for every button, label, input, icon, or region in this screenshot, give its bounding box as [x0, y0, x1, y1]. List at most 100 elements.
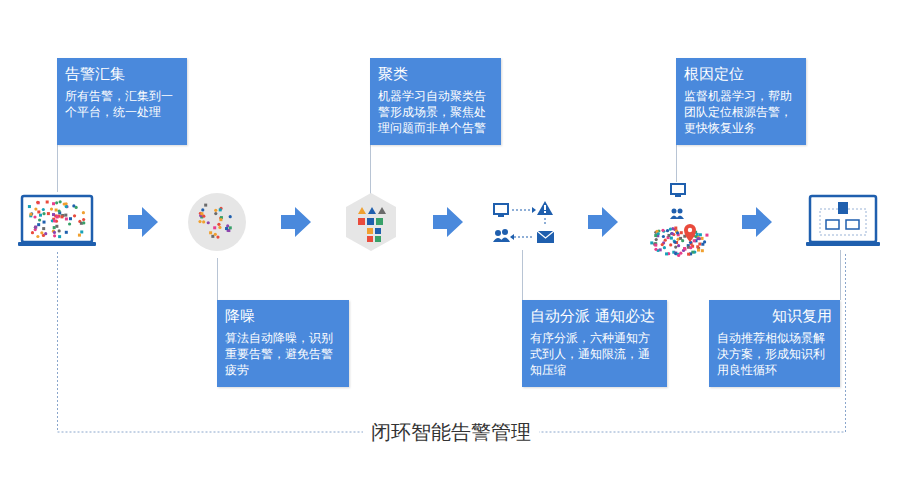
alert-dot: [211, 235, 214, 238]
alert-dot: [46, 200, 49, 203]
alert-dot: [654, 244, 657, 247]
alert-dot: [43, 221, 46, 224]
alert-dot: [669, 228, 672, 231]
alert-dot: [661, 229, 664, 232]
box-body: 有序分派，六种通知方式到人，通知限流，通知压缩: [530, 330, 659, 378]
alert-dot: [687, 253, 690, 256]
alert-dot: [59, 200, 62, 203]
alert-dot: [75, 206, 78, 209]
alert-dot: [681, 239, 684, 242]
alert-dot: [698, 243, 701, 246]
alert-dot: [225, 227, 228, 230]
alert-dot: [53, 219, 56, 222]
alert-dot: [53, 231, 56, 234]
alert-dot: [73, 214, 76, 217]
alert-dot: [34, 207, 37, 210]
alert-dot: [65, 217, 68, 220]
alert-dot: [65, 231, 68, 234]
alert-dot: [30, 213, 33, 216]
collect-box: 告警汇集所有告警，汇集到一个平台，统一处理: [57, 58, 187, 145]
alert-dot: [33, 215, 36, 218]
alert-dot: [42, 212, 45, 215]
alert-dot: [78, 234, 81, 237]
alert-dot: [229, 215, 232, 218]
box-heading: 知识复用: [717, 306, 832, 326]
alert-dot: [219, 218, 222, 221]
box-heading: 聚类: [378, 64, 493, 84]
alert-dot: [200, 212, 203, 215]
alert-dot: [683, 247, 686, 250]
diagram-caption: 闭环智能告警管理: [363, 419, 539, 445]
alert-dot: [214, 209, 217, 212]
alert-dot: [669, 243, 672, 246]
alert-dot: [34, 226, 37, 229]
alert-dot: [676, 231, 679, 234]
alert-dot: [671, 232, 674, 235]
alert-dot: [64, 214, 67, 217]
alert-dot: [696, 245, 699, 248]
dispatch-box: 自动分派 通知必达有序分派，六种通知方式到人，通知限流，通知压缩: [522, 300, 667, 387]
alert-dot: [55, 225, 58, 228]
alert-dot: [56, 215, 59, 218]
alert-dot: [218, 226, 221, 229]
alert-dot: [674, 245, 677, 248]
alert-dot: [201, 208, 204, 211]
alert-dot: [58, 209, 61, 212]
alert-dot: [82, 218, 85, 221]
alert-dot: [37, 201, 40, 204]
alert-dot: [697, 249, 700, 252]
alert-dot: [209, 231, 212, 234]
alert-dot: [39, 214, 42, 217]
alert-dot: [80, 230, 83, 233]
alert-dot: [52, 202, 55, 205]
alert-dot: [654, 234, 657, 237]
alert-dot: [53, 226, 56, 229]
box-body: 所有告警，汇集到一个平台，统一处理: [65, 88, 179, 120]
alert-dot: [42, 227, 45, 230]
alert-dot: [680, 231, 683, 234]
alert-dot: [670, 237, 673, 240]
alert-dot: [31, 231, 34, 234]
box-body: 监督机器学习，帮助团队定位根源告警，更快恢复业务: [684, 88, 798, 136]
alert-dot: [52, 213, 55, 216]
knowledge-box: 知识复用自动推荐相似场景解决方案，形成知识利用良性循环: [709, 300, 840, 387]
alert-dot: [37, 210, 40, 213]
alert-dot: [34, 226, 37, 229]
alert-dot: [82, 211, 85, 214]
alert-dot: [202, 215, 205, 218]
box-body: 机器学习自动聚类告警形成场景，聚焦处理问题而非单个告警: [378, 88, 493, 136]
alert-dot: [36, 201, 39, 204]
alert-dot: [689, 246, 692, 249]
alert-dot: [664, 239, 667, 242]
alert-dot: [217, 223, 220, 226]
alert-dot: [705, 234, 708, 237]
alert-dot: [229, 226, 232, 229]
alert-dot: [204, 204, 207, 207]
box-heading: 自动分派 通知必达: [530, 306, 659, 326]
box-heading: 降噪: [225, 306, 341, 326]
alert-dot: [650, 241, 653, 244]
alert-dot: [661, 243, 664, 246]
alert-dot: [679, 252, 682, 255]
alert-dot: [50, 207, 53, 210]
alert-dot: [701, 237, 704, 240]
alert-dot: [216, 235, 219, 238]
alert-dot: [44, 232, 47, 235]
alert-dot: [699, 233, 702, 236]
alert-dot: [37, 223, 40, 226]
alert-dot: [58, 229, 61, 232]
box-body: 算法自动降噪，识别重要告警，避免告警疲劳: [225, 330, 341, 378]
alert-dot: [202, 220, 205, 223]
alert-dot: [654, 248, 657, 251]
alert-dot: [665, 252, 668, 255]
alert-dot: [28, 205, 31, 208]
alert-dot: [701, 249, 704, 252]
box-heading: 根因定位: [684, 64, 798, 84]
alert-dot: [42, 208, 45, 211]
alert-dot: [693, 239, 696, 242]
box-heading: 告警汇集: [65, 64, 179, 84]
alert-dot: [666, 229, 669, 232]
alert-dot: [214, 212, 217, 215]
alert-dot: [53, 234, 56, 237]
alert-dot: [36, 235, 39, 238]
